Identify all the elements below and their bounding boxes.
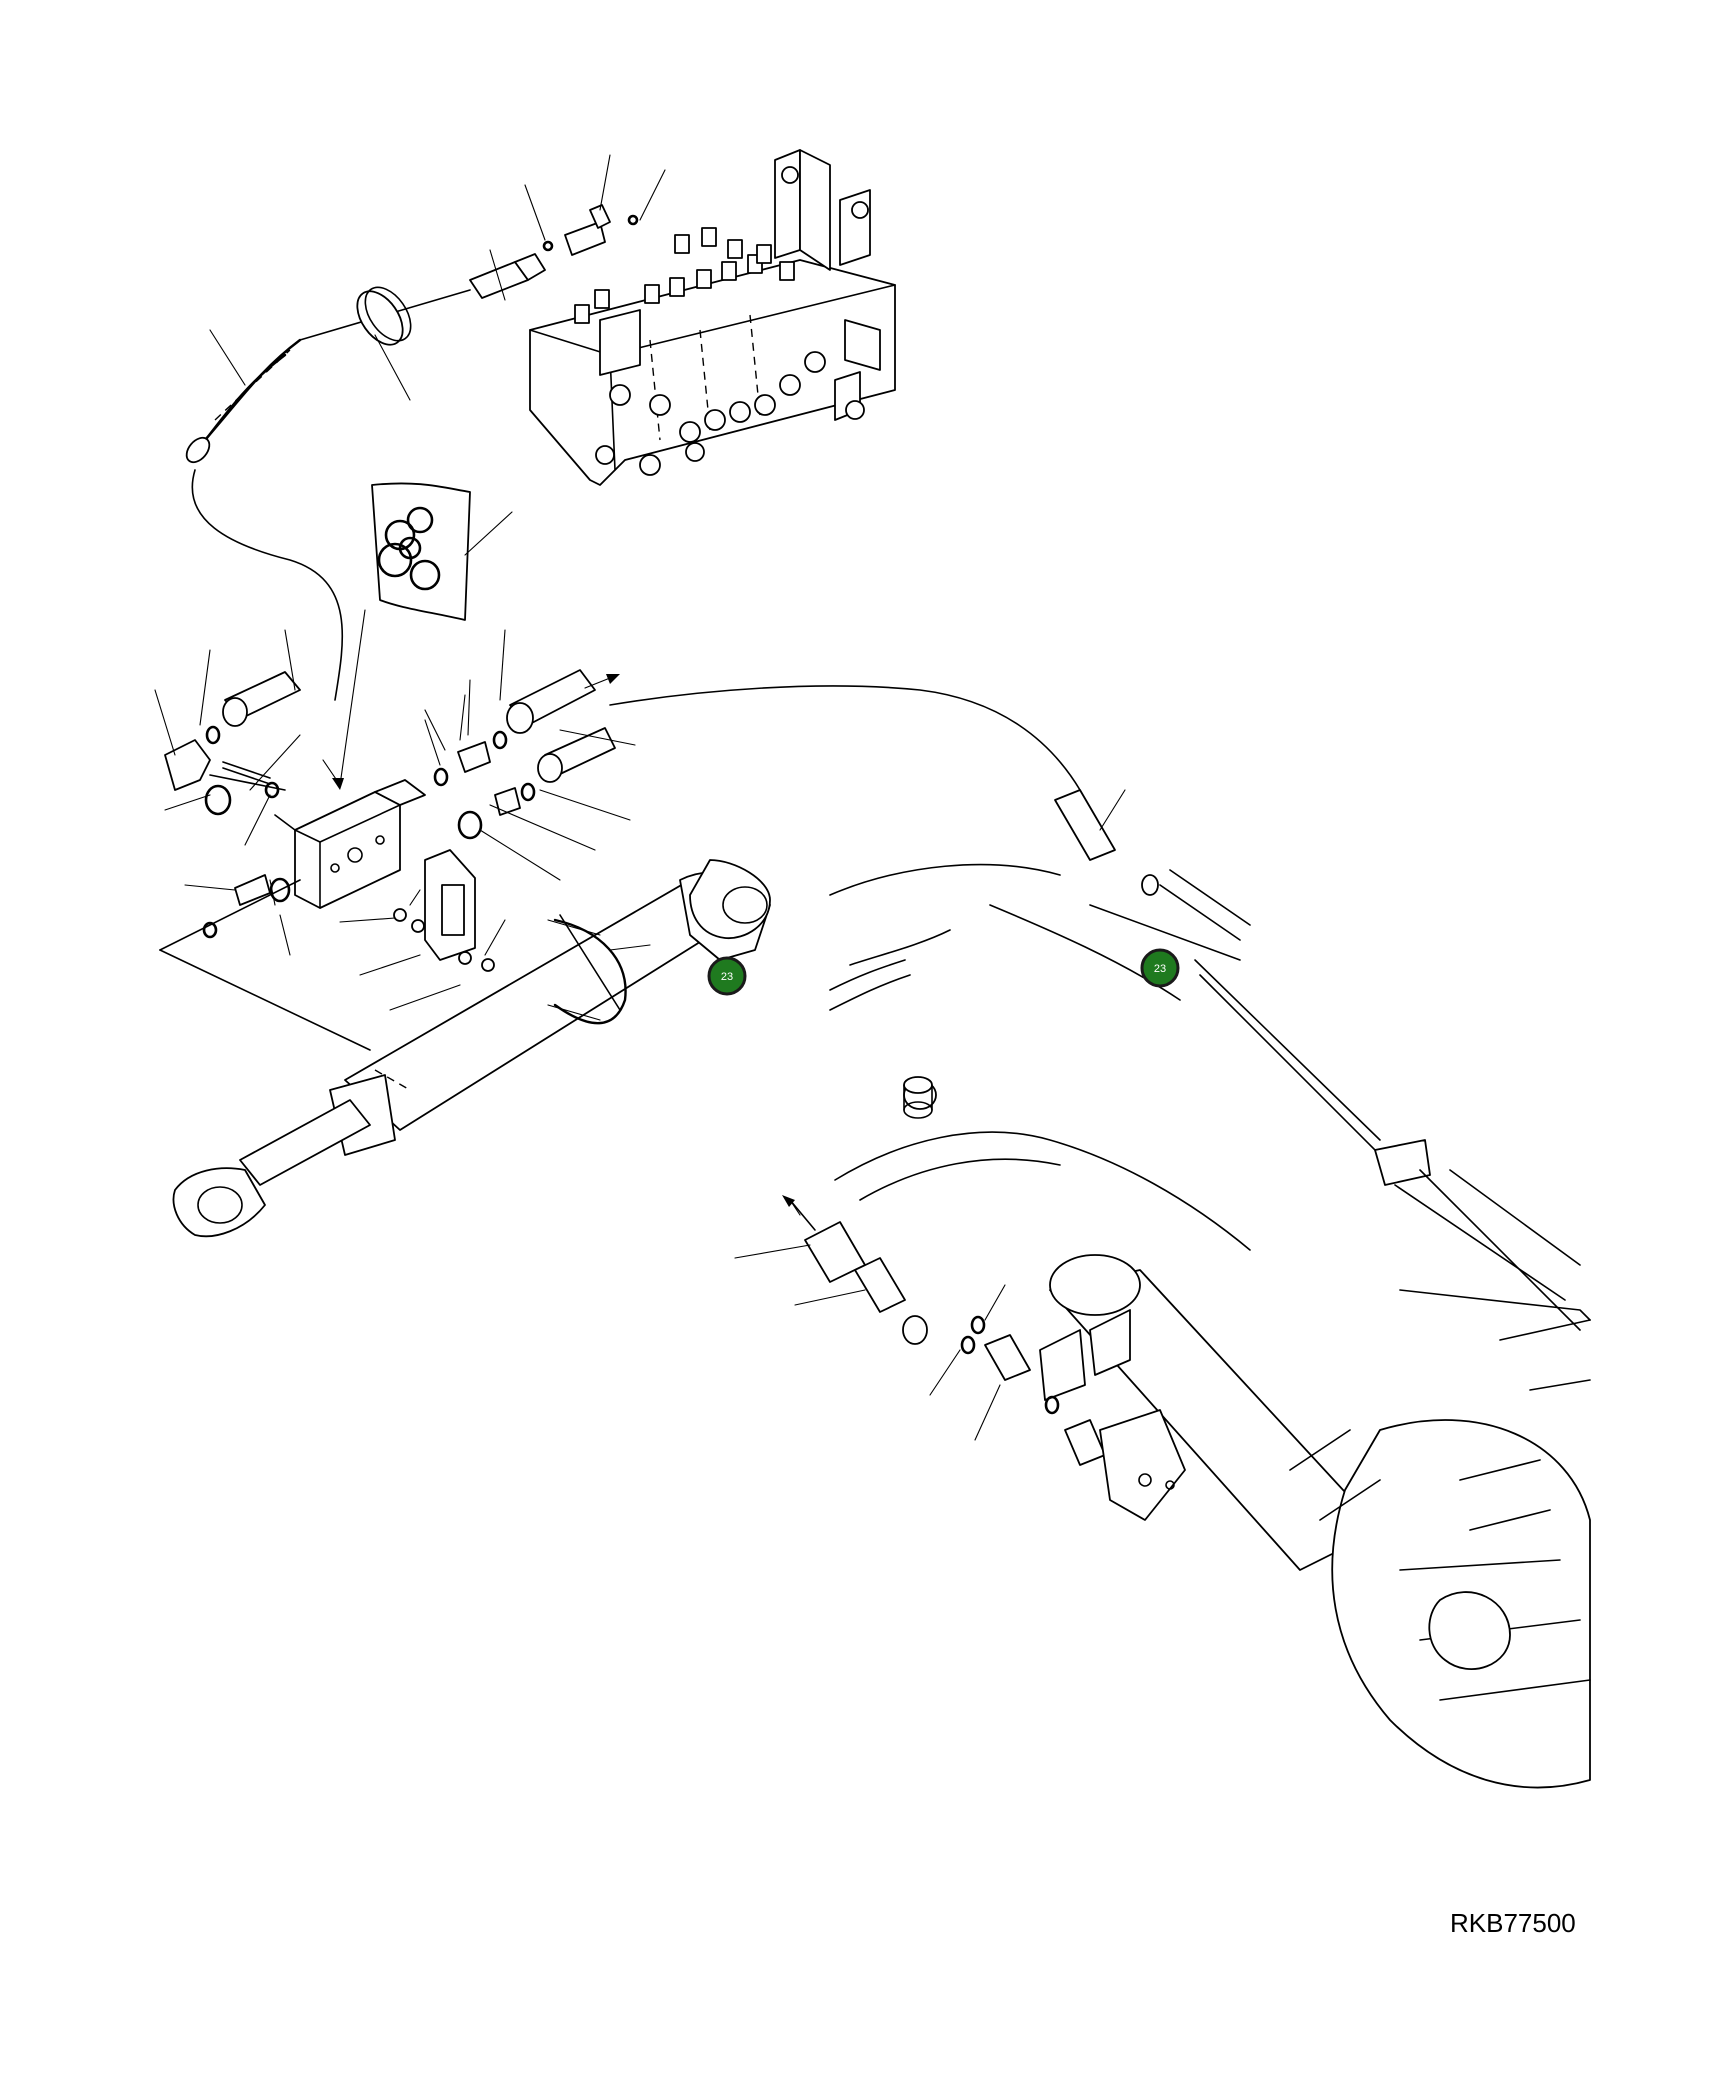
mounting-bracket: [393, 849, 495, 972]
hydraulic-cylinder: [159, 859, 771, 1238]
callout-label: 23: [1154, 963, 1166, 975]
callout-circle[interactable]: [707, 956, 747, 996]
leader-lines: [154, 154, 1126, 1441]
return-hose: [609, 685, 1581, 1331]
control-valve-block: [529, 149, 896, 486]
callout-label: 23: [721, 971, 733, 983]
tee-fitting: [542, 204, 639, 256]
manifold-block: [294, 779, 426, 909]
callout-circle[interactable]: [1140, 948, 1180, 988]
flow-arrows: [322, 674, 801, 1216]
elbow-fitting: [164, 739, 211, 791]
callout-23-right[interactable]: 23: [1140, 948, 1180, 988]
drawing-reference-code: RKB77500: [1450, 1908, 1576, 1938]
hose-clamp: [356, 286, 412, 346]
lower-hose-assembly: [789, 1199, 1186, 1521]
bolt: [222, 761, 271, 785]
boom-structure: [834, 1080, 1591, 1789]
suction-hose: [185, 289, 471, 701]
hose-adapter-top: [469, 253, 546, 299]
boom-outline-top: [829, 863, 1181, 1011]
hose-end-fittings: [209, 669, 616, 906]
collar: [903, 1076, 933, 1119]
o-rings: [202, 725, 536, 939]
seal-kit-package: [371, 482, 471, 621]
callout-23-left[interactable]: 23: [707, 956, 747, 996]
pilot-tube: [547, 918, 627, 1025]
